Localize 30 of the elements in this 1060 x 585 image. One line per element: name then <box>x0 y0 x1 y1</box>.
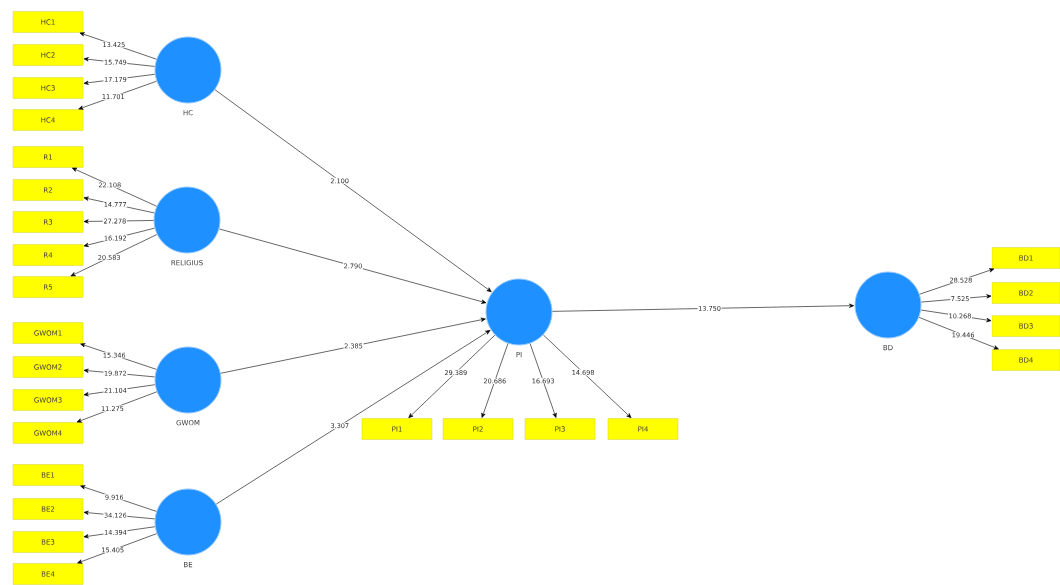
arrow <box>80 343 157 370</box>
arrow <box>921 294 992 303</box>
arrow <box>552 303 855 312</box>
arrow <box>529 343 557 418</box>
arrow <box>83 384 156 397</box>
arrow <box>220 317 486 374</box>
arrow <box>216 330 491 505</box>
arrow <box>80 485 157 512</box>
arrow <box>214 89 492 293</box>
arrow <box>83 73 156 85</box>
arrow <box>408 334 496 419</box>
arrow <box>543 334 632 419</box>
arrow <box>920 309 992 323</box>
arrow <box>219 228 487 304</box>
arrow <box>83 510 155 520</box>
arrow <box>72 167 157 207</box>
arrow <box>77 533 157 564</box>
arrow <box>83 57 155 67</box>
arrow <box>79 32 157 60</box>
arrow <box>83 227 155 247</box>
arrow <box>481 343 509 418</box>
arrow <box>918 317 999 350</box>
arrow <box>83 368 155 378</box>
arrow <box>78 80 157 110</box>
arrow <box>70 234 158 277</box>
arrow <box>76 391 157 423</box>
arrow <box>83 526 156 539</box>
arrow <box>919 268 995 295</box>
arrow <box>83 196 155 214</box>
arrow <box>83 219 154 224</box>
